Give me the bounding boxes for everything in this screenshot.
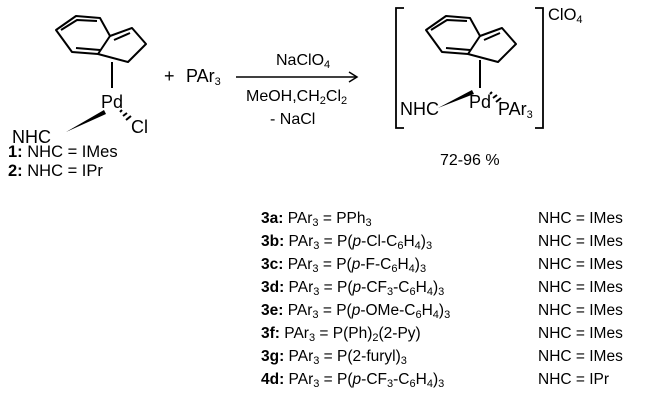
product-nhc-wedge: [438, 90, 474, 108]
entry-formula: 3f: PAr3 = P(Ph)2(2-Py): [261, 325, 421, 344]
entry-nhc: NHC = IMes: [538, 210, 623, 227]
entry-nhc: NHC = IMes: [538, 302, 623, 319]
entry-formula: 3a: PAr3 = PPh3: [261, 210, 372, 229]
entry-nhc: NHC = IMes: [538, 325, 623, 342]
reactant-cl-label: Cl: [131, 117, 148, 137]
compound-label-1: 1: NHC = IMes: [8, 143, 118, 161]
entry-nhc: NHC = IMes: [538, 233, 623, 250]
product-phosphine-label: PAr3: [498, 99, 533, 121]
entry-formula: 4d: PAr3 = P(p-CF3-C6H4)3: [261, 371, 445, 390]
entry-formula: 3d: PAr3 = P(p-CF3-C6H4)3: [261, 279, 445, 298]
entry-nhc: NHC = IPr: [538, 371, 610, 388]
compound-label-2: 2: NHC = IPr: [8, 162, 103, 180]
entry-nhc: NHC = IMes: [538, 279, 623, 296]
entry-nhc: NHC = IMes: [538, 256, 623, 273]
condition-reagent: NaClO4: [276, 52, 331, 71]
entry-formula: 3g: PAr3 = P(2-furyl)3: [261, 348, 407, 367]
reaction-arrow: [236, 71, 359, 83]
product-brackets: [395, 7, 544, 129]
phosphine-reagent: PAr3: [186, 66, 221, 88]
reactant-pd-label: Pd: [101, 92, 124, 112]
reactant-nhc-label: NHC: [12, 127, 51, 147]
counterion-label: ClO4: [548, 6, 583, 26]
product-indenyl-ring: [425, 15, 517, 88]
plus-sign: +: [164, 66, 175, 86]
entry-formula: 3b: PAr3 = P(p-Cl-C6H4)3: [261, 233, 433, 252]
entry-formula: 3e: PAr3 = P(p-OMe-C6H4)3: [261, 302, 451, 321]
product-pd-label: Pd: [469, 92, 492, 112]
condition-solvent: MeOH,CH2Cl2: [246, 88, 348, 107]
reactant-nhc-wedge: [66, 110, 106, 132]
reactant-cl-hash: [119, 109, 132, 121]
entry-formula: 3c: PAr3 = P(p-F-C6H4)3: [261, 256, 427, 275]
reactant-indenyl-ring: [55, 15, 147, 88]
entry-nhc: NHC = IMes: [538, 348, 623, 365]
product-nhc-label: NHC: [400, 99, 439, 119]
yield-label: 72-96 %: [440, 152, 500, 169]
product-p-hash: [489, 91, 502, 103]
condition-byproduct: - NaCl: [270, 111, 316, 128]
